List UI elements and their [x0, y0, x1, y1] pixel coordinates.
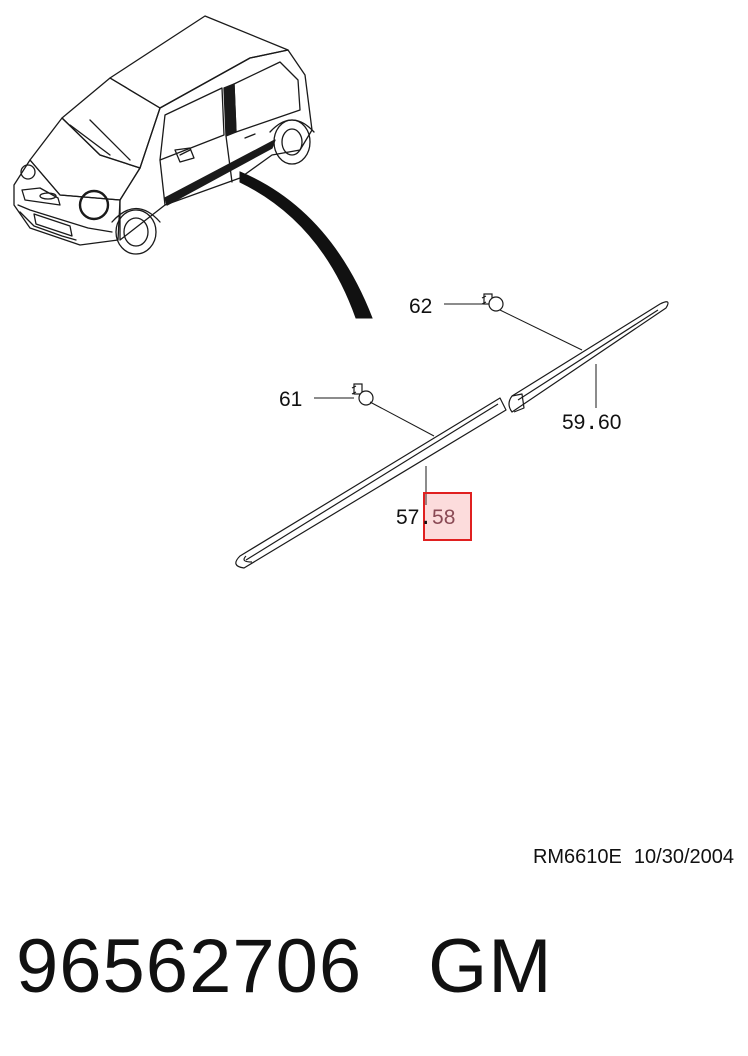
drawing-code: RM6610E: [532, 846, 622, 868]
callout-59-label: 59: [562, 411, 586, 434]
callout-61-label: 61: [279, 388, 303, 411]
drawing-reference: RM6610E 10/30/2004: [533, 846, 734, 869]
callout-59-60[interactable]: 59.60: [562, 410, 621, 435]
rear-door-molding: [508, 301, 669, 413]
callout-60-label: 60: [598, 411, 622, 434]
part-number-line: 96562706 GM: [16, 922, 553, 1012]
clip-62: [481, 293, 504, 312]
callout-61[interactable]: 61: [279, 388, 302, 412]
front-door-molding: [235, 397, 507, 569]
drawing-date: 10/30/2004: [633, 846, 734, 868]
reference-arrow: [239, 171, 373, 319]
callout-57-label: 57: [396, 506, 420, 529]
clip-61: [351, 383, 374, 406]
car-illustration: [13, 15, 315, 255]
part-number: 96562706: [16, 924, 363, 1009]
callout-58-label: 58: [432, 506, 456, 529]
callout-62-label: 62: [409, 295, 433, 318]
callout-62[interactable]: 62: [409, 295, 432, 319]
part-brand: GM: [428, 924, 553, 1009]
highlight-box-58: [423, 492, 472, 541]
callout-57-58[interactable]: 57.58: [396, 505, 455, 530]
callout-separator: .: [585, 410, 599, 434]
leader-lines: [314, 303, 597, 505]
callout-separator: .: [419, 505, 433, 529]
